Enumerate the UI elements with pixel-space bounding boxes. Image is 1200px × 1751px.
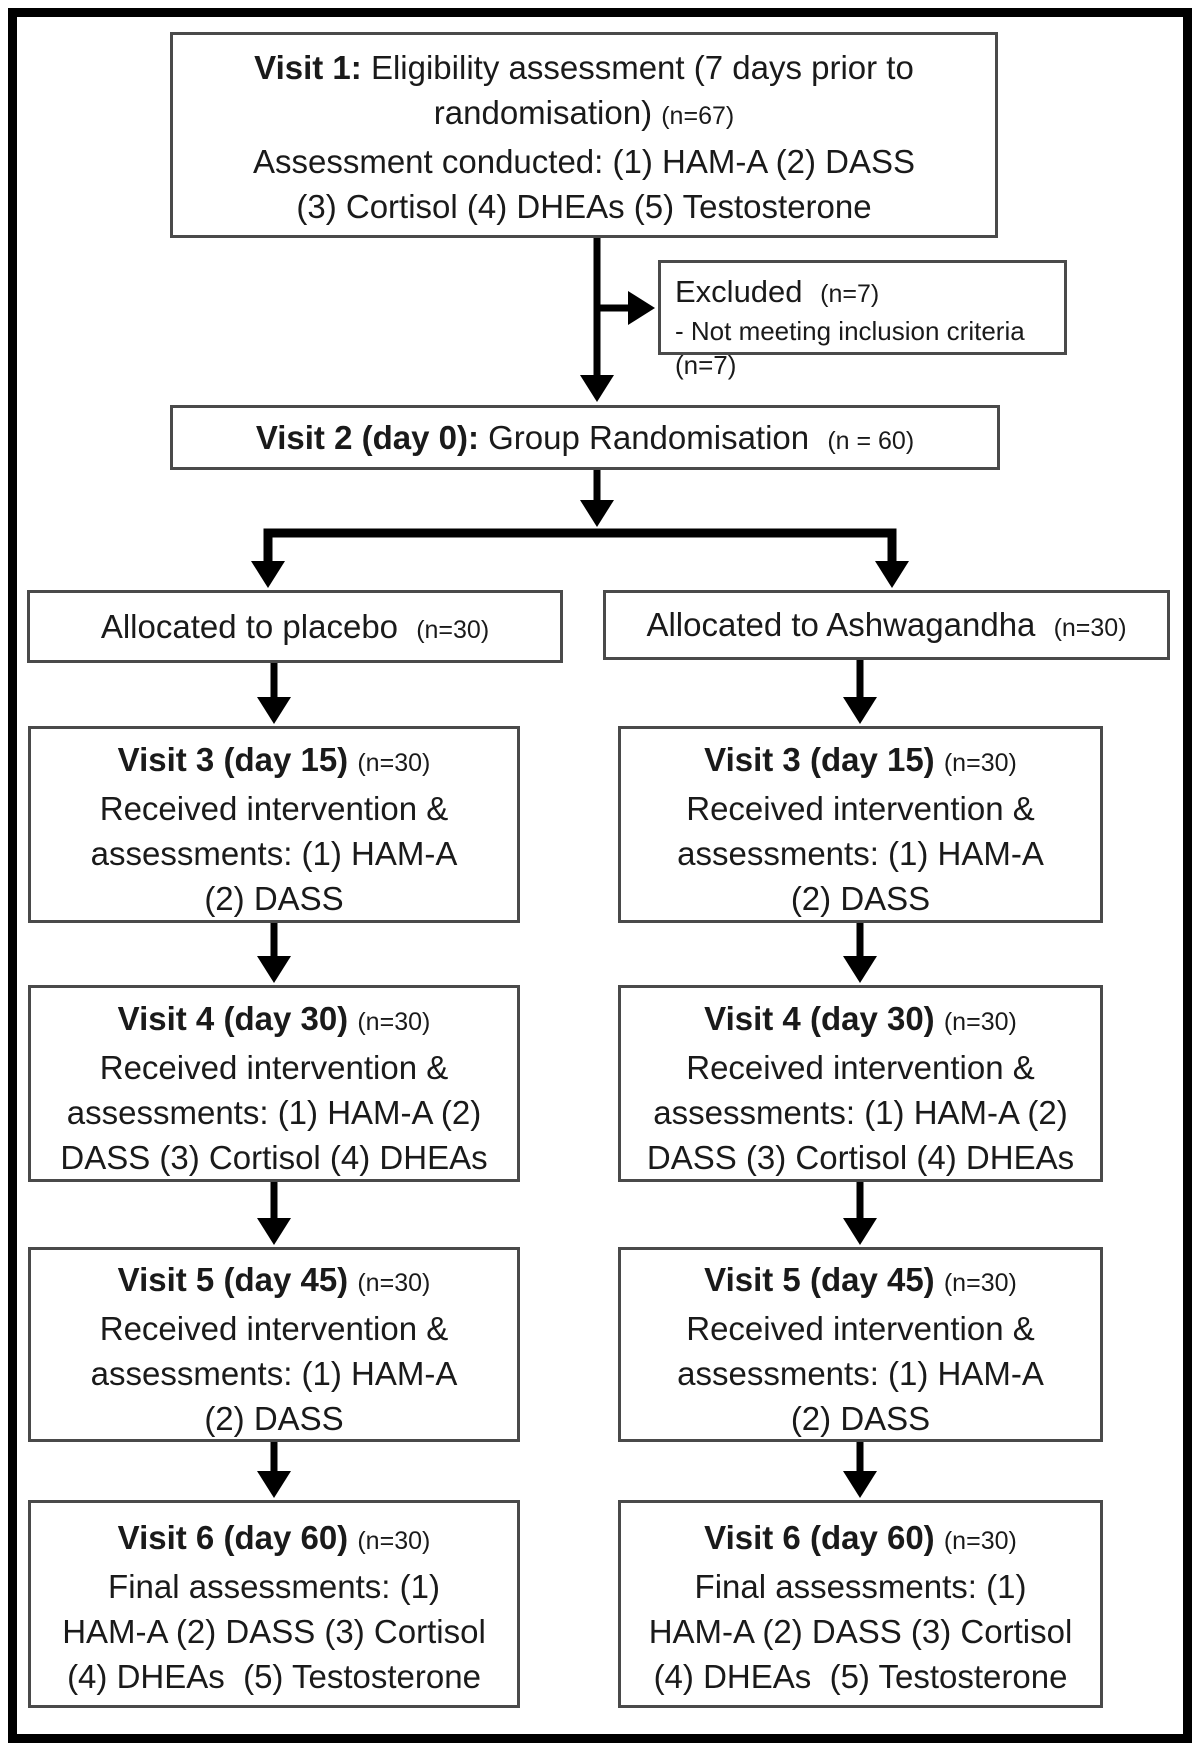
left-visit3-title: Visit 3 (day 15) xyxy=(117,741,349,778)
allocation-ashwagandha-label: Allocated to Ashwagandha xyxy=(646,606,1036,643)
right-visit6-n: (n=30) xyxy=(943,1527,1017,1555)
left-visit3-line3: (2) DASS xyxy=(204,880,344,917)
right-visit4-line3: DASS (3) Cortisol (4) DHEAs xyxy=(646,1139,1075,1176)
right-visit3-box: Visit 3 (day 15) (n=30) Received interve… xyxy=(618,726,1103,923)
allocation-placebo-label: Allocated to placebo xyxy=(100,608,399,645)
right-visit6-title: Visit 6 (day 60) xyxy=(704,1519,935,1556)
allocation-placebo-box: Allocated to placebo (n=30) xyxy=(27,590,563,663)
visit1-line1-text: Eligibility assessment (7 days prior to xyxy=(370,49,914,86)
visit2-line: Visit 2 (day 0): Group Randomisation (n … xyxy=(173,408,997,471)
left-visit3-line2: assessments: (1) HAM-A xyxy=(90,835,458,872)
visit1-n: (n=67) xyxy=(661,102,735,130)
right-visit4-line1: Received intervention & xyxy=(686,1049,1035,1086)
right-visit3-line2: assessments: (1) HAM-A xyxy=(677,835,1044,872)
left-visit5-line1: Received intervention & xyxy=(99,1310,449,1347)
right-visit5-n: (n=30) xyxy=(943,1269,1017,1297)
left-visit6-line3: (4) DHEAs (5) Testosterone xyxy=(67,1658,481,1695)
left-visit4-box: Visit 4 (day 30) (n=30) Received interve… xyxy=(28,985,520,1182)
visit1-line2: randomisation) (n=67) xyxy=(173,90,995,139)
right-visit6-line1: Final assessments: (1) xyxy=(694,1568,1027,1605)
left-visit3-n: (n=30) xyxy=(357,749,431,777)
right-visit6-line2: HAM-A (2) DASS (3) Cortisol xyxy=(648,1613,1073,1650)
left-visit4-line3: DASS (3) Cortisol (4) DHEAs xyxy=(60,1139,488,1176)
visit2-box: Visit 2 (day 0): Group Randomisation (n … xyxy=(170,405,1000,470)
right-visit3-title: Visit 3 (day 15) xyxy=(704,741,935,778)
left-visit6-line1: Final assessments: (1) xyxy=(108,1568,440,1605)
right-visit4-box: Visit 4 (day 30) (n=30) Received interve… xyxy=(618,985,1103,1182)
left-visit4-line2: assessments: (1) HAM-A (2) xyxy=(66,1094,482,1131)
left-visit5-n: (n=30) xyxy=(357,1269,431,1297)
visit1-title: Visit 1: xyxy=(254,49,362,86)
right-visit5-line1: Received intervention & xyxy=(686,1310,1035,1347)
right-visit6-box: Visit 6 (day 60) (n=30) Final assessment… xyxy=(618,1500,1103,1708)
right-visit6-line3: (4) DHEAs (5) Testosterone xyxy=(653,1658,1068,1695)
allocation-ashwagandha-n: (n=30) xyxy=(1053,614,1127,642)
allocation-ashwagandha-box: Allocated to Ashwagandha (n=30) xyxy=(603,590,1170,660)
excluded-label: Excluded xyxy=(675,274,803,309)
visit2-title: Visit 2 (day 0): xyxy=(255,419,479,456)
visit2-n: (n = 60) xyxy=(827,427,915,455)
left-visit5-box: Visit 5 (day 45) (n=30) Received interve… xyxy=(28,1247,520,1442)
allocation-placebo-n: (n=30) xyxy=(416,616,490,644)
left-visit4-line1: Received intervention & xyxy=(99,1049,449,1086)
right-visit4-line2: assessments: (1) HAM-A (2) xyxy=(653,1094,1068,1131)
right-visit4-n: (n=30) xyxy=(943,1008,1017,1036)
outer-frame xyxy=(8,8,1192,1743)
allocation-placebo-line: Allocated to placebo (n=30) xyxy=(30,593,560,664)
visit1-line1: Visit 1: Eligibility assessment (7 days … xyxy=(173,45,995,90)
excluded-box: Excluded (n=7) - Not meeting inclusion c… xyxy=(658,260,1067,380)
right-visit3-line1: Received intervention & xyxy=(686,790,1035,827)
right-visit5-box: Visit 5 (day 45) (n=30) Received interve… xyxy=(618,1247,1103,1442)
right-visit4-title: Visit 4 (day 30) xyxy=(704,1000,935,1037)
visit1-line3: Assessment conducted: (1) HAM-A (2) DASS xyxy=(252,143,916,180)
visit1-line4: (3) Cortisol (4) DHEAs (5) Testosterone xyxy=(296,188,872,225)
visit2-text: Group Randomisation xyxy=(488,419,810,456)
left-visit6-title: Visit 6 (day 60) xyxy=(117,1519,349,1556)
left-visit5-line3: (2) DASS xyxy=(204,1400,344,1437)
visit1-line2-text: randomisation) xyxy=(433,94,653,131)
left-visit3-line1: Received intervention & xyxy=(99,790,449,827)
excluded-reason: - Not meeting inclusion criteria (n=7) xyxy=(675,316,1032,380)
left-visit6-n: (n=30) xyxy=(357,1527,431,1555)
left-visit3-box: Visit 3 (day 15) (n=30) Received interve… xyxy=(28,726,520,923)
left-visit5-line2: assessments: (1) HAM-A xyxy=(90,1355,458,1392)
right-visit3-n: (n=30) xyxy=(943,749,1017,777)
left-visit5-title: Visit 5 (day 45) xyxy=(117,1261,349,1298)
left-visit6-box: Visit 6 (day 60) (n=30) Final assessment… xyxy=(28,1500,520,1708)
left-visit4-title: Visit 4 (day 30) xyxy=(117,1000,349,1037)
visit1-box: Visit 1: Eligibility assessment (7 days … xyxy=(170,32,998,238)
excluded-line1: Excluded (n=7) xyxy=(675,272,1058,314)
allocation-ashwagandha-line: Allocated to Ashwagandha (n=30) xyxy=(606,593,1167,660)
right-visit5-title: Visit 5 (day 45) xyxy=(704,1261,935,1298)
right-visit5-line2: assessments: (1) HAM-A xyxy=(677,1355,1044,1392)
right-visit3-line3: (2) DASS xyxy=(790,880,931,917)
excluded-n: (n=7) xyxy=(820,280,880,308)
left-visit4-n: (n=30) xyxy=(357,1008,431,1036)
left-visit6-line2: HAM-A (2) DASS (3) Cortisol xyxy=(62,1613,486,1650)
right-visit5-line3: (2) DASS xyxy=(790,1400,931,1437)
